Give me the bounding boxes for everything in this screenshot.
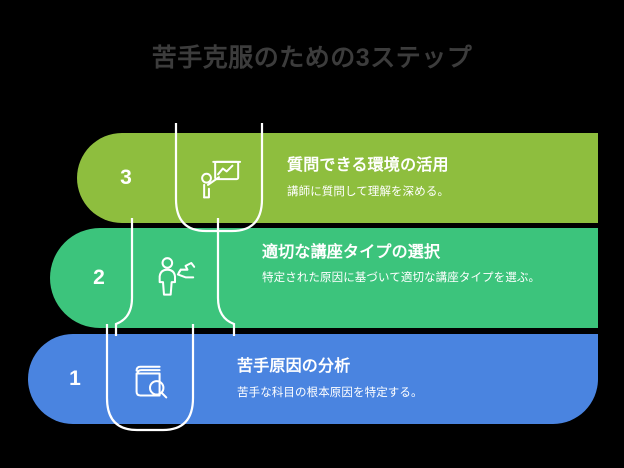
step-number-1: 1 — [69, 367, 81, 390]
step-number-2: 2 — [93, 266, 105, 289]
icon-pod-1 — [105, 324, 195, 434]
step-description-1: 苦手な科目の根本原因を特定する。 — [237, 387, 423, 399]
step-description-3: 講師に質問して理解を深める。 — [287, 186, 450, 198]
step-card-1-background — [28, 334, 598, 424]
step-text-3: 質問できる環境の活用 講師に質問して理解を深める。 — [287, 133, 577, 223]
step-card-1[interactable]: 1 苦手原因の分析 苦手な科目の根本原因を特定する。 — [28, 324, 598, 432]
step-heading-2: 適切な講座タイプの選択 — [262, 244, 441, 261]
step-text-2: 適切な講座タイプの選択 特定された原因に基づいて適切な講座タイプを選ぶ。 — [262, 228, 582, 328]
person-path-icon — [152, 253, 198, 299]
step-card-2-background — [50, 228, 598, 328]
icon-pod-2 — [114, 218, 236, 338]
book-search-icon — [127, 357, 173, 403]
step-description-2: 特定された原因に基づいて適切な講座タイプを選ぶ。 — [262, 272, 541, 284]
step-card-3-background — [77, 133, 598, 223]
step-heading-1: 苦手原因の分析 — [237, 358, 351, 375]
page-title: 苦手克服のための3ステップ — [151, 44, 473, 72]
step-card-3[interactable]: 3 質問できる環境 — [77, 123, 598, 233]
step-card-2[interactable]: 2 適切な講座タイプの選択 特定された原因に基づいて適切な講座タイ — [50, 218, 598, 336]
icon-pod-3 — [174, 123, 264, 233]
step-text-1: 苦手原因の分析 苦手な科目の根本原因を特定する。 — [237, 334, 582, 424]
step-number-3: 3 — [120, 166, 132, 189]
step-heading-3: 質問できる環境の活用 — [287, 157, 449, 174]
presenter-board-icon — [196, 157, 242, 203]
